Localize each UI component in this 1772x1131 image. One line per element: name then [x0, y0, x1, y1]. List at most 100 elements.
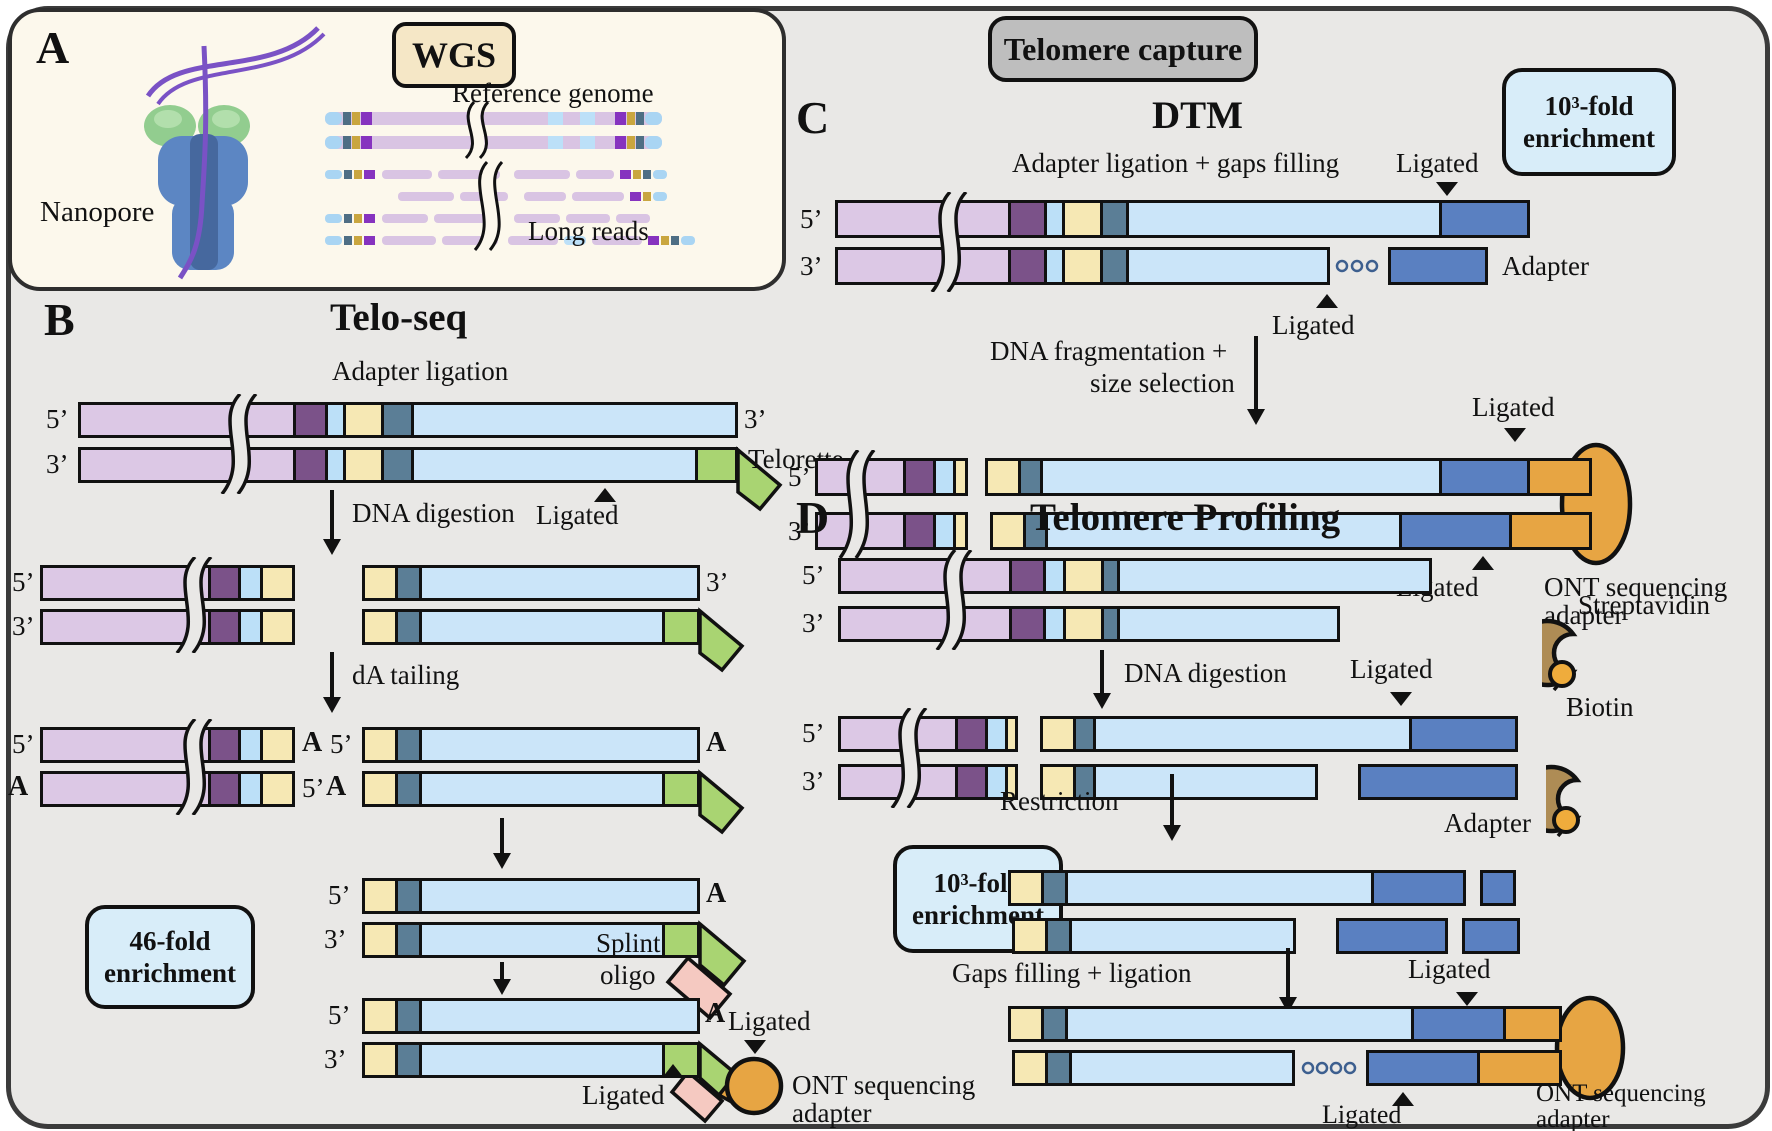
b-arrow-tailing — [330, 652, 334, 698]
b-arrow-digestion — [330, 490, 334, 540]
ligated-marker-down-icon — [744, 1040, 766, 1054]
b-ligated-low-label: Ligated — [582, 1080, 665, 1110]
panel-d-letter: D — [796, 492, 830, 543]
long-reads-label: Long reads — [528, 216, 649, 246]
b4-3p: 3’ — [324, 924, 347, 954]
reference-genome-label: Reference genome — [452, 78, 654, 108]
d-ligated-1: Ligated — [1350, 654, 1433, 684]
strand-break-c2 — [838, 450, 876, 558]
b1-3prime-end-label: 3’ — [744, 404, 767, 434]
c-step2a-label: DNA fragmentation + — [990, 336, 1228, 366]
telorette-tail-2 — [698, 607, 745, 673]
ligated-marker-up-icon — [1472, 556, 1494, 570]
d3-bottom-adapter — [1336, 918, 1448, 954]
telomere-capture-badge: Telomere capture — [988, 16, 1258, 82]
d4-bottom-left — [1012, 1050, 1295, 1086]
d-ont-adapter-circle — [1554, 995, 1626, 1101]
b1-3prime-label: 3’ — [46, 449, 69, 479]
b-ligated-1: Ligated — [536, 500, 619, 530]
b5-a: A — [705, 998, 726, 1029]
b3-5p: 5’ — [12, 729, 35, 759]
c-badge-line2: enrichment — [1523, 123, 1655, 153]
b1-top-strand — [78, 402, 738, 438]
biotin-label: Biotin — [1566, 692, 1634, 722]
strand-break-b3 — [175, 719, 213, 815]
d3-bottom — [1012, 918, 1296, 954]
streptavidin-biotin-icon — [1542, 618, 1578, 692]
c-adapter-label: Adapter — [1502, 251, 1589, 281]
d-step3-label: Gaps filling + ligation — [952, 958, 1192, 988]
d1-bottom — [838, 606, 1340, 642]
splint-label-1: Splint — [596, 928, 661, 958]
ligated-marker-up-icon — [1392, 1092, 1414, 1106]
d-adapter-label: Adapter — [1444, 808, 1531, 838]
b5-5p: 5’ — [328, 1000, 351, 1030]
c-badge-line1: 10³-fold — [1544, 90, 1634, 121]
b5-3p: 3’ — [324, 1044, 347, 1074]
telorette-tail-3 — [698, 769, 745, 835]
c2-5p: 5’ — [788, 462, 811, 492]
d2-adapter-bar — [1358, 764, 1518, 800]
panel-d-title: Telomere Profiling — [1030, 496, 1341, 539]
splint-label-2: oligo — [600, 960, 656, 990]
d2-3p: 3’ — [802, 766, 825, 796]
b4-bottom — [362, 922, 700, 958]
ligated-marker-down-icon — [1390, 692, 1412, 706]
d3-top — [1008, 870, 1466, 906]
panel-b-title: Telo-seq — [330, 296, 468, 339]
ligated-marker-down-icon — [1456, 992, 1478, 1006]
d-step2-label: Restriction — [1000, 786, 1119, 816]
c-ont-label-1: ONT sequencing — [1544, 572, 1728, 602]
telorette-tail-1 — [736, 446, 783, 512]
d-ligated-3: Ligated — [1322, 1100, 1402, 1129]
b-badge-line1: 46-fold — [129, 925, 211, 956]
b-ont-label-1: ONT sequencing — [792, 1070, 976, 1100]
d3-bottom-fragment — [1462, 918, 1520, 954]
panel-b-letter: B — [44, 294, 75, 345]
c1-5p: 5’ — [800, 204, 823, 234]
d-ligated-2: Ligated — [1408, 954, 1491, 984]
b5-bottom — [362, 1042, 700, 1078]
b2-3prime: 3’ — [12, 611, 35, 641]
c1-adapter-bar — [1388, 247, 1488, 285]
b3-left-bottom — [40, 771, 295, 807]
c-ligated-1: Ligated — [1396, 148, 1479, 178]
b3-a1: A — [302, 727, 323, 758]
d-ont-label-2: adapter — [1536, 1106, 1610, 1131]
c1-3p: 3’ — [800, 251, 823, 281]
gap-circles-icon — [1335, 259, 1379, 273]
d-step1-label: DNA digestion — [1124, 658, 1287, 688]
b3-right-bottom — [362, 771, 700, 807]
d-badge-line1: 10³-fold — [933, 867, 1023, 898]
b-step-tailing: dA tailing — [352, 660, 460, 690]
b-ont-label-2: adapter — [792, 1098, 872, 1128]
b-enrichment-badge: 46-fold enrichment — [85, 905, 255, 1009]
nanopore-icon — [144, 26, 326, 280]
d-arrow-digestion — [1100, 650, 1104, 694]
c-arrow-frag — [1254, 336, 1258, 410]
b-ligated-up-label: Ligated — [728, 1006, 811, 1036]
b2-right-top — [362, 565, 700, 601]
ligated-marker-down-icon — [1504, 428, 1526, 442]
d1-3p: 3’ — [802, 608, 825, 638]
d-arrow-restriction — [1170, 774, 1174, 826]
panel-a-illustration — [144, 26, 695, 280]
b2-right-bottom — [362, 609, 700, 645]
d2-right-top — [1040, 716, 1518, 752]
b-arrow-4 — [500, 962, 504, 980]
c-enrichment-badge: 10³-fold enrichment — [1502, 68, 1676, 176]
gap-circles-icon-2 — [1301, 1061, 1357, 1075]
b5-top — [362, 998, 700, 1034]
b4-a: A — [706, 878, 727, 909]
b3-right-top — [362, 727, 700, 763]
b1-5prime-label: 5’ — [46, 404, 69, 434]
b-arrow-3 — [500, 818, 504, 854]
d4-bottom-right — [1366, 1050, 1562, 1086]
b3-5p2: 5’ — [302, 773, 325, 803]
d4-top — [1008, 1006, 1562, 1042]
wgs-badge: WGS — [392, 22, 516, 88]
ligated-marker-up-icon — [594, 488, 616, 502]
c2-right-bottom — [990, 512, 1592, 550]
streptavidin-label: Streptavidin — [1578, 590, 1710, 620]
